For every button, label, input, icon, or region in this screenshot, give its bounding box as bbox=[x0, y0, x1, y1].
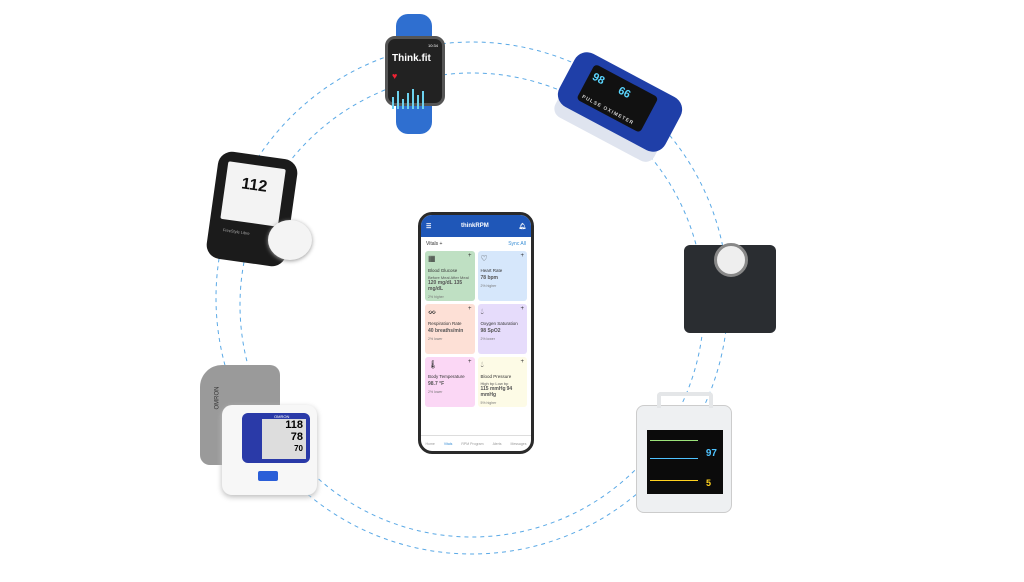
vital-value: 98 SpO2 bbox=[480, 328, 501, 334]
vital-value: 98.7 °F bbox=[428, 381, 445, 387]
patient-monitor: 97 5 bbox=[636, 392, 732, 513]
vital-value: 40 breaths/min bbox=[428, 328, 464, 334]
sync-all-button[interactable]: Sync All bbox=[508, 241, 526, 247]
watch-chart bbox=[392, 87, 438, 109]
bell-icon[interactable]: 🔔︎ bbox=[518, 223, 526, 230]
vital-sublabel: High bp bbox=[480, 381, 495, 386]
vital-value: 94 mmHg bbox=[480, 386, 513, 398]
glucose-brand: FreeStyle Libre bbox=[222, 227, 251, 236]
cuff-brand: OMRON bbox=[214, 386, 221, 410]
bp-start-button bbox=[258, 471, 278, 481]
watch-brand: Think.fit bbox=[392, 53, 431, 64]
app-title: thinkRPM bbox=[461, 223, 489, 229]
vital-card[interactable]: ♡ + Heart Rate 78 bpm 2% higher bbox=[477, 251, 527, 301]
nav-vitals[interactable]: Vitals bbox=[443, 441, 453, 446]
add-icon[interactable]: + bbox=[467, 359, 472, 365]
vital-name: Blood Glucose bbox=[428, 268, 458, 273]
add-icon[interactable]: + bbox=[467, 253, 472, 259]
nav-alerts[interactable]: Alerts bbox=[492, 441, 502, 446]
scale-dial bbox=[714, 243, 748, 277]
oximeter-pulse: 66 bbox=[615, 84, 633, 102]
vital-value: 120 mg/dL bbox=[428, 280, 453, 286]
watch-time: 10:34 bbox=[427, 43, 438, 48]
drop-icon: 💧︎ bbox=[480, 360, 484, 369]
vital-name: Heart Rate bbox=[480, 268, 503, 273]
vital-name: Respiration Rate bbox=[428, 321, 462, 326]
nav-home[interactable]: Home bbox=[425, 441, 435, 446]
vital-trend: 2% lower bbox=[428, 390, 443, 394]
vital-trend: 2% lower bbox=[480, 337, 495, 341]
add-icon[interactable]: + bbox=[439, 241, 443, 247]
vital-card[interactable]: ᨖ + Respiration Rate 40 breaths/min 2% lowe… bbox=[425, 304, 475, 354]
vital-sublabel: Before Meal bbox=[428, 275, 450, 280]
vital-card[interactable]: 🌡︎ + Body Temperature 98.7 °F 2% lower bbox=[425, 357, 475, 407]
bp-diastolic: 78 bbox=[290, 431, 303, 443]
lungs-icon: ᨖ bbox=[428, 307, 437, 316]
vital-card[interactable]: 💧︎ + Oxygen Saturation 98 SpO2 2% lower bbox=[477, 304, 527, 354]
vital-name: Body Temperature bbox=[428, 374, 465, 379]
nav-messages[interactable]: Messages bbox=[510, 441, 527, 446]
vital-trend: 2% higher bbox=[480, 284, 497, 288]
oximeter-spo2: 98 bbox=[590, 70, 607, 88]
phone-app: ☰ thinkRPM 🔔︎ Vitals + Sync All ▦ + Blood G… bbox=[418, 212, 534, 454]
vital-sublabel: After Meal bbox=[450, 275, 469, 280]
bp-pulse: 70 bbox=[294, 444, 303, 453]
monitor-spo2: 97 bbox=[705, 448, 717, 459]
weighing-scale bbox=[684, 243, 776, 333]
section-title: Vitals bbox=[426, 241, 439, 247]
vital-value: 78 bpm bbox=[480, 275, 499, 281]
glucose-sensor bbox=[268, 220, 312, 260]
app-header: ☰ thinkRPM 🔔︎ bbox=[421, 215, 531, 237]
vital-trend: 2% lower bbox=[428, 337, 443, 341]
vital-trend: 2% higher bbox=[428, 295, 444, 299]
glucose-reading: 112 bbox=[220, 161, 286, 227]
vital-sublabel: Low bp bbox=[495, 381, 509, 386]
bp-systolic: 118 bbox=[285, 419, 303, 431]
nav-rpm-program[interactable]: RPM Program bbox=[461, 441, 484, 446]
add-icon[interactable]: + bbox=[520, 253, 524, 259]
add-icon[interactable]: + bbox=[520, 359, 524, 365]
vital-value: 135 mg/dL bbox=[428, 280, 463, 292]
add-icon[interactable]: + bbox=[520, 306, 524, 312]
vital-value: 115 mmHg bbox=[480, 386, 506, 392]
bp-brand: OMRON bbox=[274, 414, 290, 419]
monitor-value: 5 bbox=[705, 478, 711, 488]
add-icon[interactable]: + bbox=[467, 306, 472, 312]
vital-name: Oxygen Saturation bbox=[480, 321, 518, 326]
bottom-nav: Home Vitals RPM Program Alerts Messages bbox=[421, 435, 531, 451]
menu-icon[interactable]: ☰ bbox=[426, 223, 432, 230]
vital-trend: 5% higher bbox=[480, 401, 497, 405]
glucose-meter-icon: ▦ bbox=[428, 254, 436, 263]
drop-icon: 💧︎ bbox=[480, 307, 484, 316]
heart-pulse-icon: ♡ bbox=[480, 254, 488, 263]
thermometer-icon: 🌡︎ bbox=[428, 360, 439, 369]
heart-icon: ♥ bbox=[392, 71, 398, 81]
vital-name: Blood Pressure bbox=[480, 374, 512, 379]
smartwatch: 10:34 Think.fit ♥ bbox=[385, 36, 445, 109]
